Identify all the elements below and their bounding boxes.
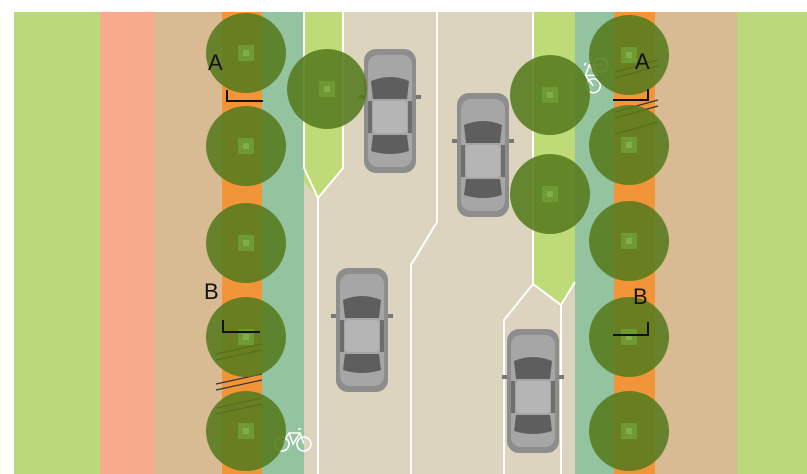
section-label-top-left: A	[208, 50, 223, 75]
lawn-left	[14, 12, 100, 474]
lawn-right	[737, 12, 807, 474]
section-label-bottom-right: B	[633, 284, 648, 309]
car-icon	[359, 49, 421, 173]
salmon-strip	[100, 12, 154, 474]
turn-lane-edge	[503, 283, 534, 474]
car-icon	[502, 329, 564, 453]
car-icon	[452, 93, 514, 217]
section-label-top-right: A	[635, 49, 650, 74]
section-marker	[222, 89, 649, 336]
section-label-bottom-left: B	[204, 279, 219, 304]
car-icon	[331, 268, 393, 392]
lane-line	[410, 12, 438, 474]
